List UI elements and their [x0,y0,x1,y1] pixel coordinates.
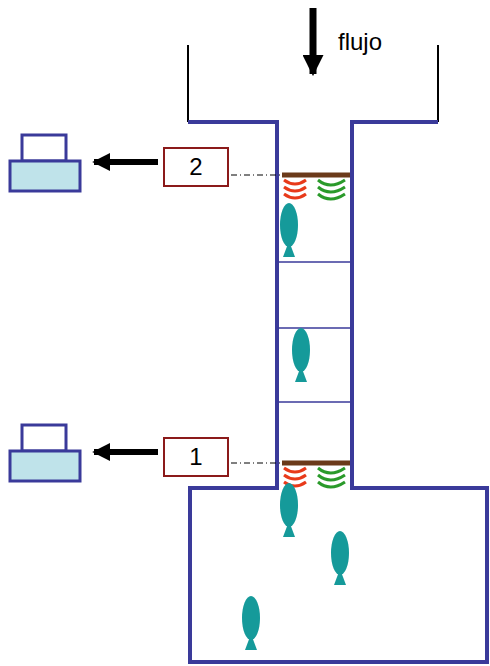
upper-wall [187,45,189,122]
data-arrow [94,162,158,452]
channel-wall [188,122,487,662]
leader-line [231,175,282,463]
reader-box: 2 [163,147,229,187]
flow-arrow [310,8,317,74]
reader-box: 1 [163,437,229,477]
upper-wall [437,45,439,122]
compartment-line [277,262,352,402]
flow-label: flujo [338,30,382,54]
fish [242,203,349,650]
computer-icon [10,135,80,481]
reader-number: 2 [189,155,202,179]
reader-number: 1 [189,445,202,469]
